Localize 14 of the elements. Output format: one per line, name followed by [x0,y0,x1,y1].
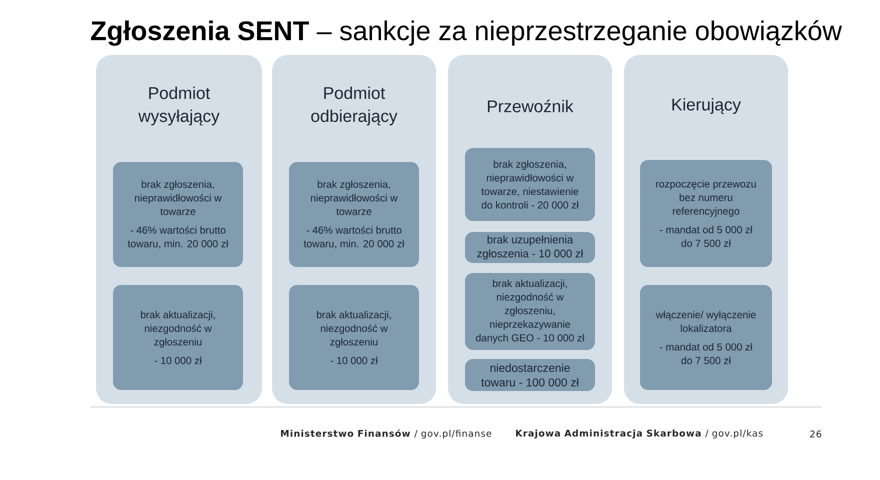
penalty-box: włączenie/ wyłączenie lokalizatora - mandat od 5 000 zł do 7 500 zł [640,285,772,390]
penalty-box: niedostarczenie towaru - 100 000 zł [465,359,595,391]
slide-title: Zgłoszenia SENT – sankcje za nieprzestrzeganie obowiązków [91,20,842,46]
footer-text: Ministerstwo Finansów / gov.pl/finanse [281,429,492,439]
page-number: 26 [810,430,822,438]
penalty-box: brak uzupełnienia zgłoszenia - 10 000 zł [465,232,595,263]
penalty-box: brak zgłoszenia, nieprawidłowości w towarze - 46% wartości brutto towaru, min. 20 000 zł [289,162,419,267]
footer-text: Krajowa Administracja Skarbowa / gov.pl/kas [516,430,763,438]
penalty-box: brak aktualizacji, niezgodność w zgłoszeniu, nieprzekazywanie danych GEO - 10 000 zł [465,273,595,350]
penalty-box: brak zgłoszenia, nieprawidłowości w towarze, niestawienie do kontroli - 20 000 zł [465,148,595,221]
penalty-box: brak aktualizacji, niezgodność w zgłoszeniu - 10 000 zł [289,285,419,390]
penalty-box: brak aktualizacji, niezgodność w zgłoszeniu - 10 000 zł [113,285,243,390]
penalty-box: brak zgłoszenia, nieprawidłowości w towarze - 46% wartości brutto towaru, min. 20 000 zł [113,162,243,267]
penalty-box: rozpoczęcie przewozu bez numeru referencyjnego - mandat od 5 000 zł do 7 500 zł [640,160,772,267]
